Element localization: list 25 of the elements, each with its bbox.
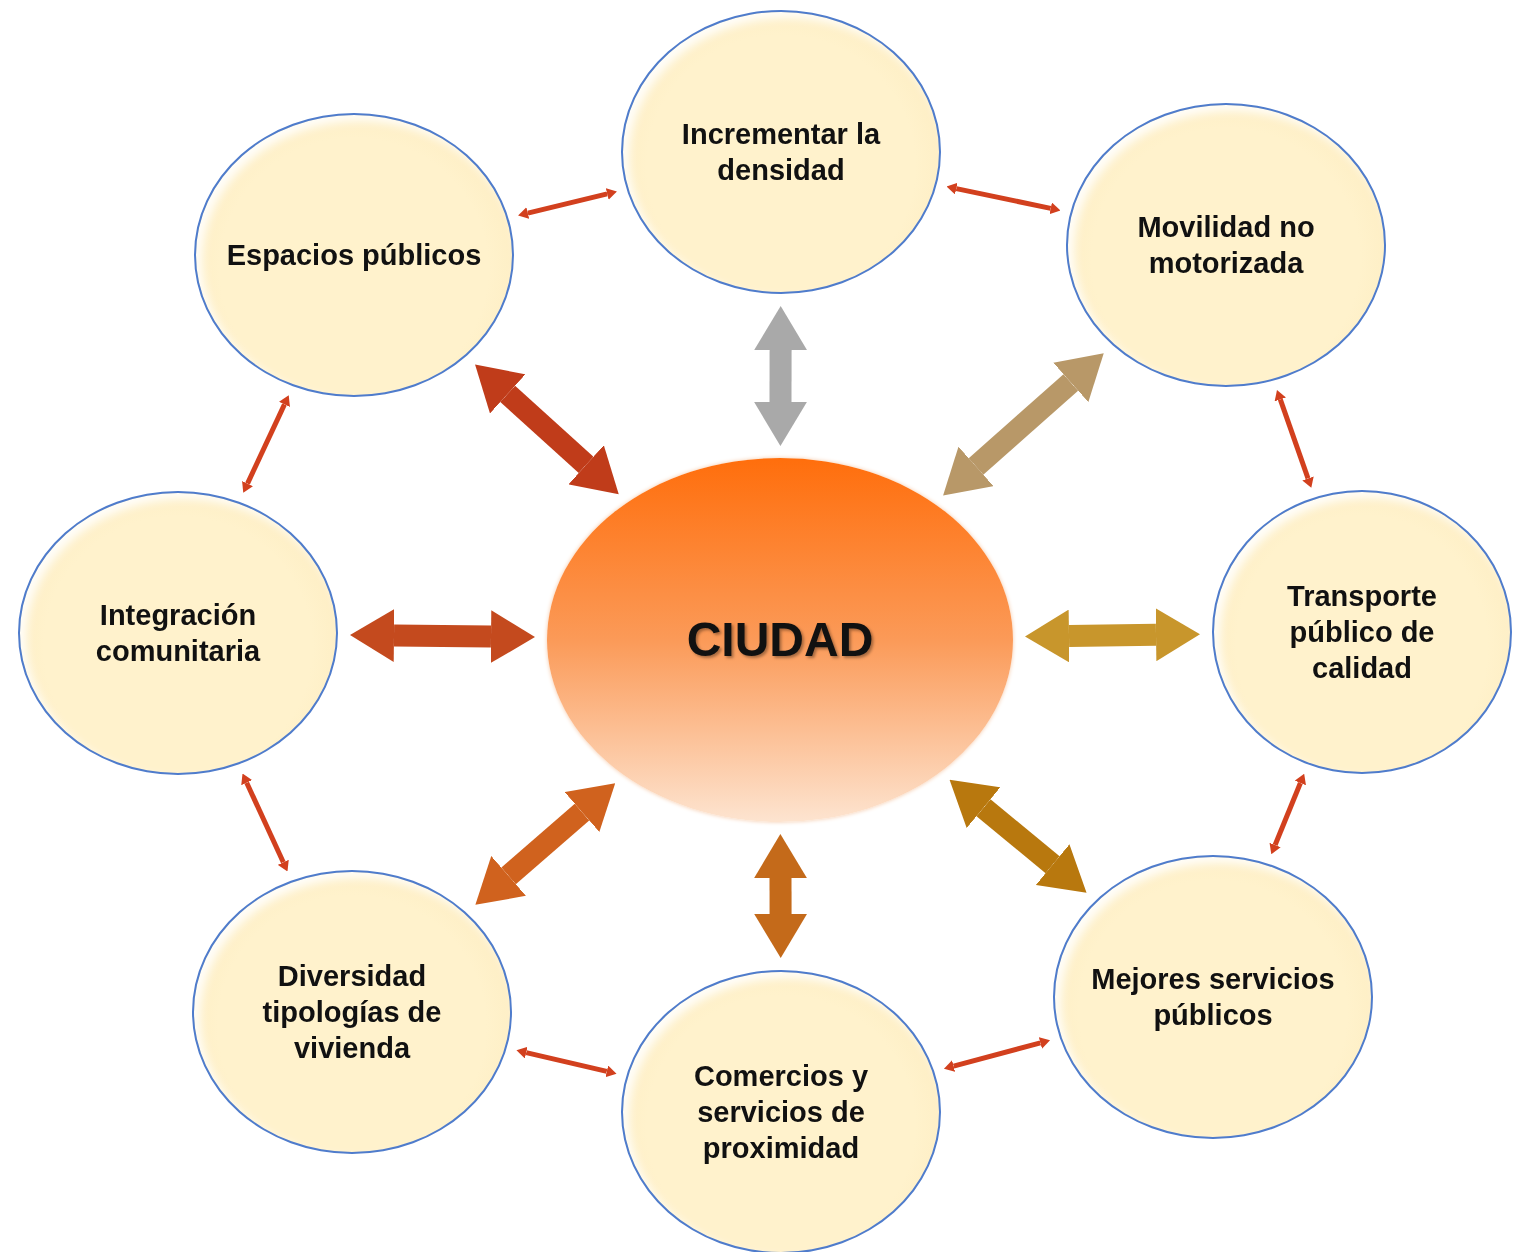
double-arrow bbox=[943, 353, 1104, 496]
node-label: Transporte público de calidad bbox=[1286, 578, 1438, 687]
double-arrow bbox=[943, 1037, 1051, 1072]
double-arrow bbox=[754, 306, 807, 446]
double-arrow bbox=[1025, 608, 1200, 663]
double-arrow bbox=[949, 779, 1087, 893]
node-label: Movilidad no motorizada bbox=[1136, 209, 1316, 281]
double-arrow bbox=[1274, 389, 1314, 488]
node-label: Espacios públicos bbox=[225, 237, 483, 273]
double-arrow bbox=[475, 783, 616, 905]
double-arrow bbox=[1269, 773, 1306, 855]
double-arrow bbox=[241, 773, 289, 872]
double-arrow bbox=[518, 188, 617, 219]
node-label: Comercios y servicios de proximidad bbox=[692, 1058, 870, 1167]
node-label: Diversidad tipologías de vivienda bbox=[261, 958, 443, 1067]
node-label: Integración comunitaria bbox=[94, 597, 262, 669]
node-label: Mejores servicios públicos bbox=[1090, 961, 1336, 1033]
double-arrow bbox=[946, 182, 1061, 215]
double-arrow bbox=[516, 1046, 617, 1078]
double-arrow bbox=[475, 364, 619, 495]
node-label: CIUDAD bbox=[686, 612, 874, 668]
double-arrow bbox=[754, 834, 807, 958]
double-arrow bbox=[242, 395, 290, 493]
node-label: Incrementar la densidad bbox=[680, 116, 882, 188]
double-arrow bbox=[350, 609, 535, 663]
